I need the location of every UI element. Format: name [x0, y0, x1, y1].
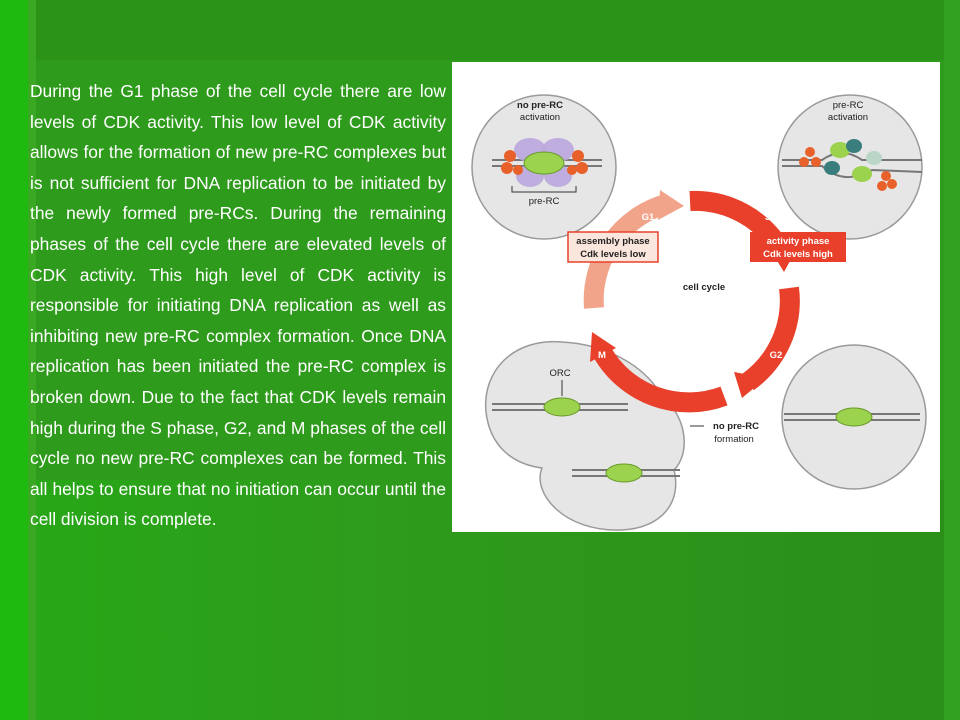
top-left-label-1: no pre-RC	[517, 100, 563, 111]
background-left-stripe-thin	[28, 0, 36, 720]
phase-m-label: M	[598, 350, 606, 361]
assembly-phase-label: assembly phase	[576, 236, 649, 247]
g1-arrowhead	[658, 190, 684, 220]
background-right-band	[944, 0, 960, 720]
background-top-band	[0, 0, 960, 60]
cell-top-left: no pre-RC activation pre-RC	[471, 94, 617, 240]
cdk-low-label: Cdk levels low	[580, 249, 646, 260]
cell-top-right: pre-RC activation	[777, 94, 923, 240]
g2-arrowhead	[734, 372, 766, 398]
cell-cycle-diagram: no pre-RC activation pre-RC pre-RC activ…	[471, 94, 927, 531]
cycle-ring: G1 S G2 M cell cycle	[583, 190, 800, 413]
orc-label: ORC	[549, 368, 570, 379]
slide-body-text: During the G1 phase of the cell cycle th…	[30, 81, 446, 530]
cell-bottom-left: ORC	[484, 341, 685, 531]
background-left-stripe	[0, 0, 28, 720]
cell-cycle-center-label: cell cycle	[683, 282, 725, 293]
no-pre-rc-formation-note: no pre-RC formation	[690, 421, 759, 445]
activity-phase-box: activity phase Cdk levels high	[750, 232, 846, 262]
activity-phase-label: activity phase	[767, 236, 830, 247]
phase-s-label: S	[765, 212, 771, 223]
pre-rc-bracket-label: pre-RC	[529, 196, 560, 207]
no-pre-rc-formation-line2: formation	[714, 434, 754, 445]
cell-bottom-right	[781, 344, 927, 490]
cdk-high-label: Cdk levels high	[763, 249, 833, 260]
top-right-label-2: activation	[828, 112, 868, 123]
no-pre-rc-formation-line1: no pre-RC	[713, 421, 759, 432]
phase-g1-label: G1	[642, 212, 655, 223]
phase-g2-label: G2	[770, 350, 783, 361]
top-left-label-2: activation	[520, 112, 560, 123]
assembly-phase-box: assembly phase Cdk levels low	[567, 231, 659, 263]
top-right-label-1: pre-RC	[833, 100, 864, 111]
cell-cycle-figure: no pre-RC activation pre-RC pre-RC activ…	[452, 62, 940, 532]
m-arrowhead	[590, 332, 616, 362]
